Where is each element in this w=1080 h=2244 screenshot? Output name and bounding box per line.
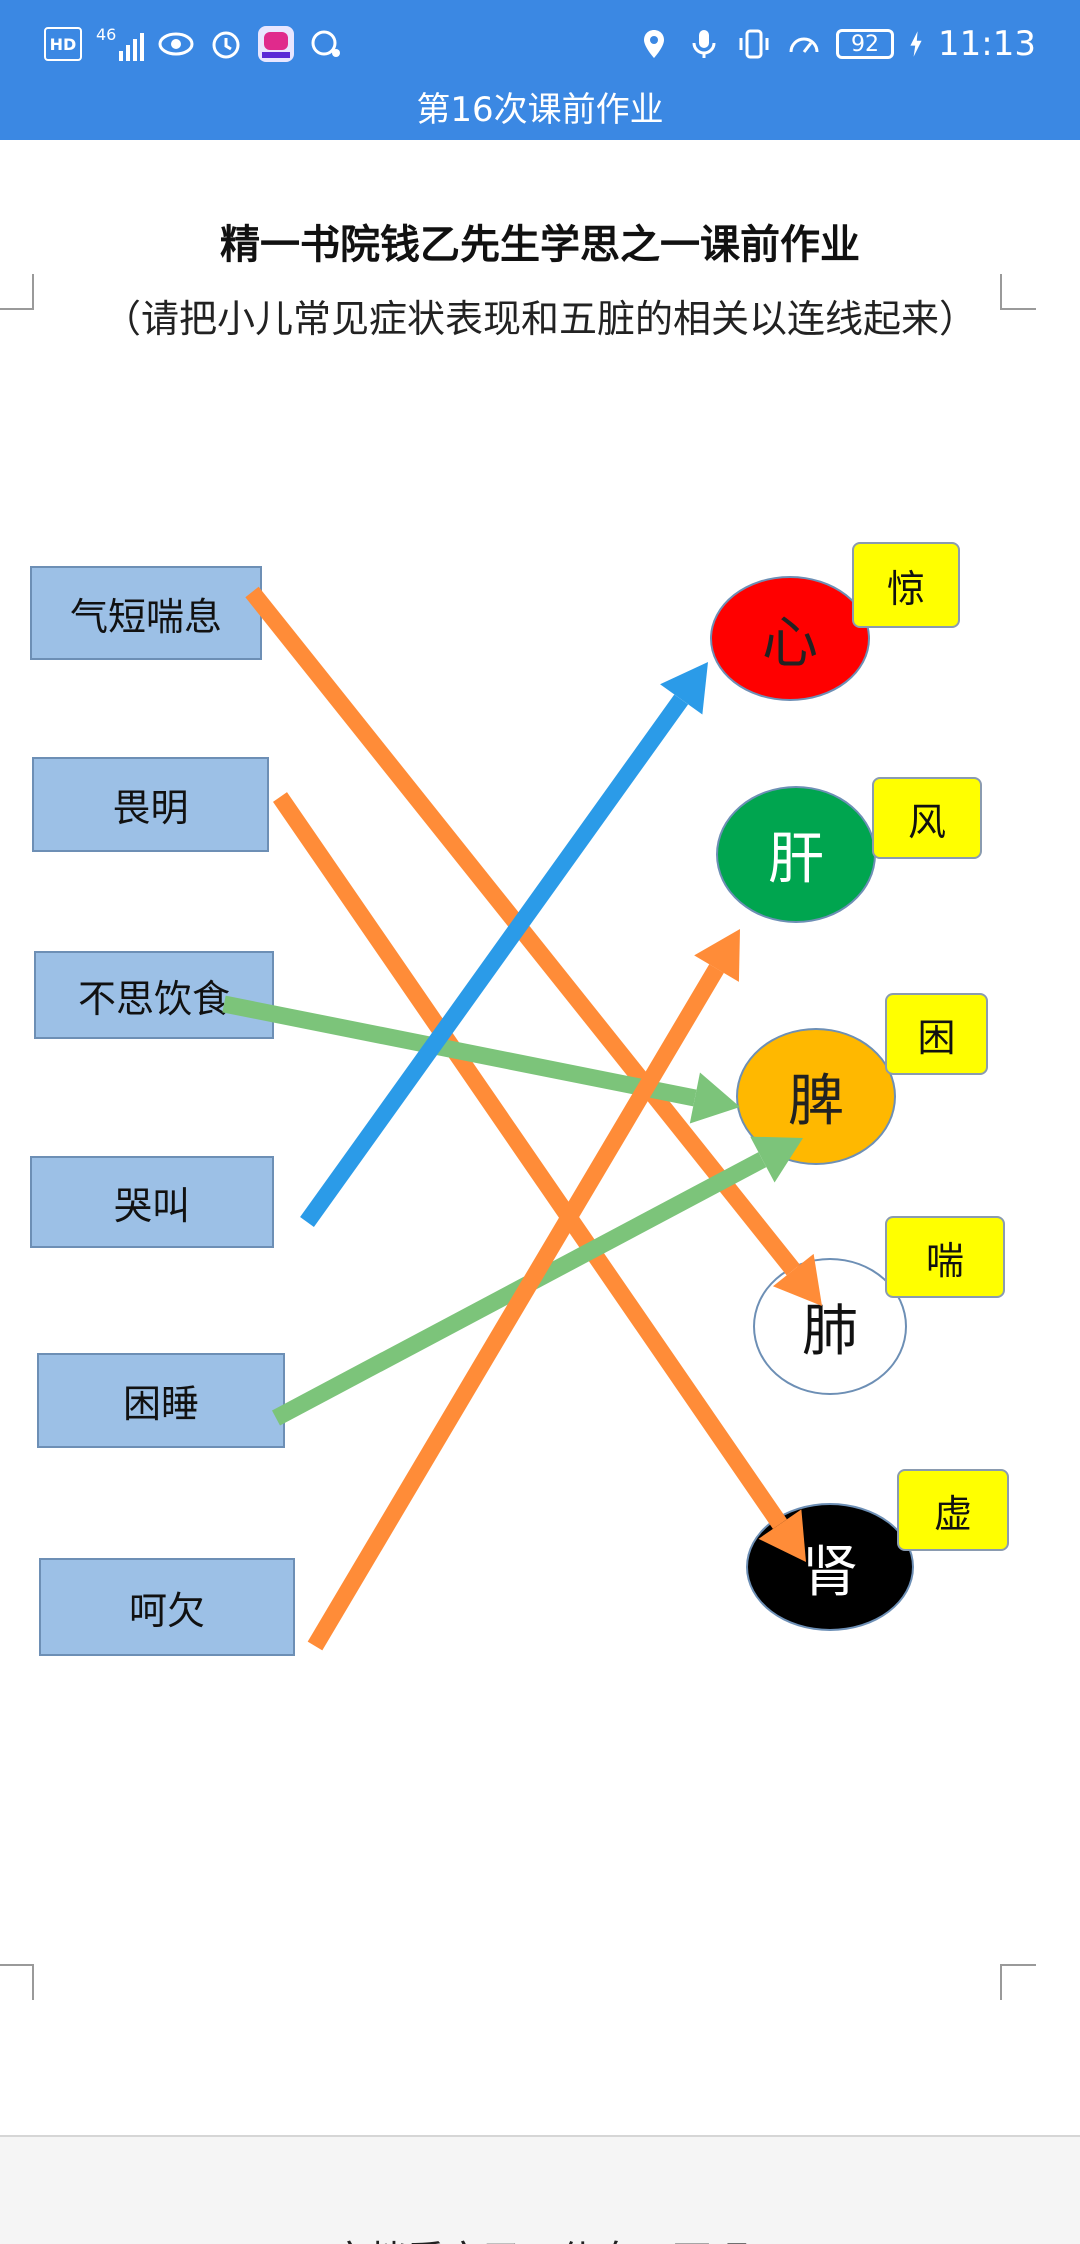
speed-icon — [789, 37, 819, 53]
bubble-icon — [311, 30, 341, 57]
organ-label: 肺 — [802, 1299, 858, 1364]
symptom-box-kunshui: 困睡 — [37, 1353, 285, 1448]
symptom-box-hexin: 呵欠 — [39, 1558, 295, 1656]
organ-heart: 心 — [710, 576, 870, 701]
symptom-label: 畏明 — [112, 786, 189, 830]
tag-jing: 惊 — [852, 542, 960, 628]
symptom-box-kujiao: 哭叫 — [30, 1156, 274, 1248]
tag-xu: 虚 — [897, 1469, 1009, 1551]
page-corner-top-left — [0, 274, 34, 310]
location-icon — [644, 30, 665, 58]
worksheet-subtitle: （请把小儿常见症状表现和五脏的相关以连线起来） — [102, 297, 977, 341]
app-icon — [258, 26, 295, 62]
tag-label: 虚 — [933, 1491, 972, 1536]
status-time: 11:13 — [938, 24, 1036, 64]
symptom-label: 气短喘息 — [69, 594, 222, 639]
page-corner-bottom-left — [0, 1964, 34, 2000]
footer-bar: 文档看完了，休息一下吧 — [0, 2135, 1080, 2244]
alarm-icon — [212, 31, 240, 59]
symptom-box-qiduan: 气短喘息 — [30, 566, 262, 660]
symptom-label: 不思饮食 — [77, 976, 230, 1021]
organ-spleen: 脾 — [736, 1028, 896, 1165]
organ-label: 心 — [762, 611, 818, 676]
organ-label: 脾 — [788, 1069, 844, 1134]
signal-icon: 46 — [96, 25, 145, 61]
symptom-box-weiming: 畏明 — [32, 757, 269, 852]
worksheet-title: 精一书院钱乙先生学思之一课前作业 — [220, 221, 860, 268]
document-page[interactable] — [0, 140, 1080, 2135]
tag-feng: 风 — [872, 777, 982, 859]
symptom-label: 呵欠 — [128, 1588, 205, 1633]
tag-label: 困 — [917, 1015, 956, 1060]
tag-label: 风 — [907, 799, 946, 844]
status-bar: HD 46 92 11:13 — [0, 0, 1080, 88]
vibrate-icon — [739, 29, 769, 59]
eye-icon — [158, 32, 194, 56]
network-label: 46 — [96, 25, 117, 44]
page-title: 第16次课前作业 — [416, 90, 664, 130]
status-bar-left: HD 46 — [44, 18, 344, 70]
hd-icon: HD — [44, 27, 82, 61]
page-corner-bottom-right — [1000, 1964, 1036, 2000]
tag-kun: 困 — [885, 993, 988, 1075]
battery-icon: 92 — [836, 29, 895, 59]
page-corner-top-right — [1000, 274, 1036, 310]
organ-liver: 肝 — [716, 786, 876, 923]
organ-label: 肾 — [802, 1539, 858, 1605]
tag-label: 惊 — [886, 566, 925, 611]
symptom-label: 哭叫 — [113, 1183, 190, 1228]
status-bar-right: 92 11:13 — [636, 18, 1036, 70]
symptom-box-busiyinshi: 不思饮食 — [34, 951, 274, 1039]
tag-chuan: 喘 — [885, 1216, 1005, 1298]
organ-label: 肝 — [768, 827, 824, 892]
tag-label: 喘 — [925, 1238, 964, 1283]
organ-kidney: 肾 — [746, 1503, 914, 1631]
mic-icon — [692, 30, 716, 58]
organ-lung: 肺 — [753, 1258, 907, 1395]
charging-icon — [910, 31, 922, 57]
symptom-label: 困睡 — [122, 1382, 199, 1426]
end-of-document-message: 文档看完了，休息一下吧 — [0, 2229, 1080, 2244]
document-title-bar: 第16次课前作业 — [0, 88, 1080, 140]
